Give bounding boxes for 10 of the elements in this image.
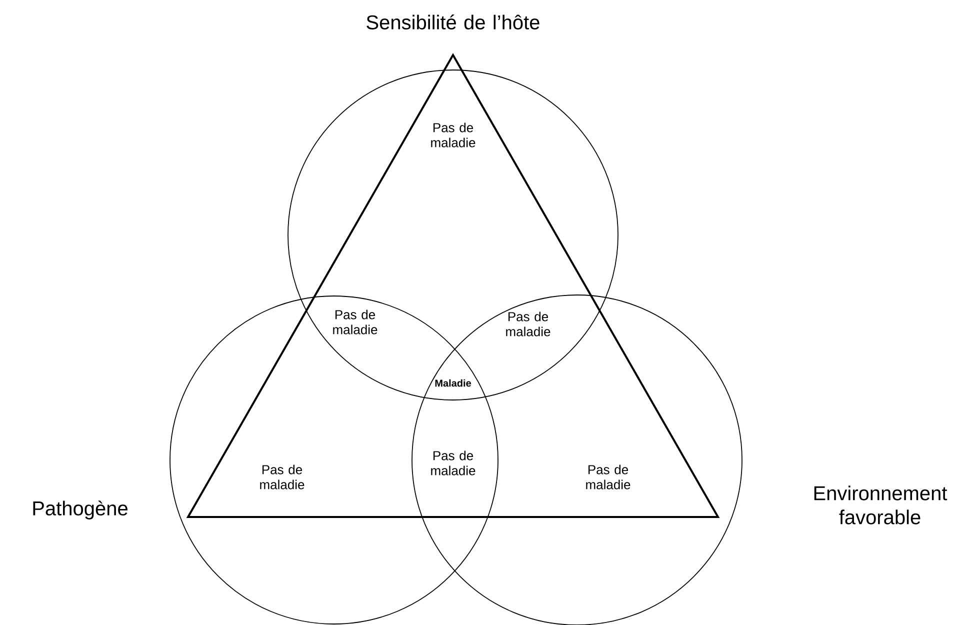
region-label: Maladie [435, 379, 471, 387]
vertex-label: Sensibilité de l’hôte [366, 14, 540, 30]
vertex-label: Environnement favorable [814, 486, 948, 524]
region-label: Pas de maladie [260, 464, 304, 490]
region-label: Pas de maladie [431, 450, 476, 476]
region-label: Pas de maladie [586, 464, 630, 490]
vertex-label: Pathogène [33, 500, 128, 520]
region-label: Pas de maladie [333, 310, 378, 334]
region-label: Pas de maladie [506, 312, 550, 336]
region-label: Pas de maladie [431, 122, 476, 148]
